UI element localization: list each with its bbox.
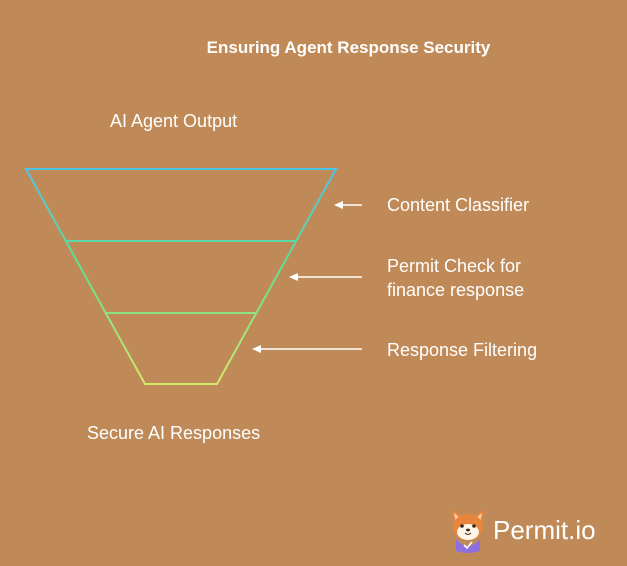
permit-io-logo: Permit.io [447,505,596,555]
logo-text: Permit.io [493,514,596,545]
step-label-response-filtering: Response Filtering [387,338,537,362]
funnel-output-label: Secure AI Responses [87,423,261,443]
step-label-content-classifier: Content Classifier [387,193,529,217]
funnel-input-label: AI Agent Output [110,111,238,131]
step-label-line: Response Filtering [387,340,538,360]
funnel-outline [24,168,338,385]
step-label-permit-check: Permit Check for finance response [387,254,524,302]
shiba-dog-mascot-icon [452,509,484,553]
step-label-line: finance response [387,280,525,300]
arrow-response-filtering [252,345,362,353]
step-label-line: Content Classifier [387,195,530,215]
arrow-permit-check [289,273,362,281]
arrow-content-classifier [334,201,362,209]
page-title: Ensuring Agent Response Security [206,38,491,57]
step-label-line: Permit Check for [387,256,522,276]
